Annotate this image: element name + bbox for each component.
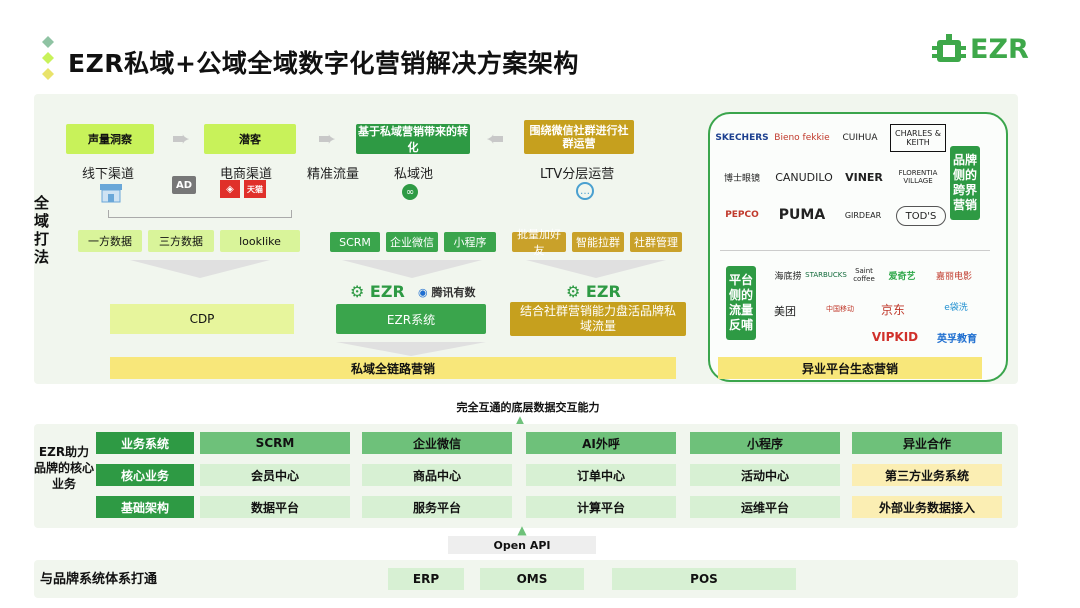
cell-order-center: 订单中心 [526, 464, 676, 486]
batch-add-friends-chip: 批量加好友 [512, 228, 566, 257]
jd-icon: ◈ [220, 180, 240, 198]
brand-logo: 爱奇艺 [888, 271, 916, 282]
arrow-right-icon: ➨ [171, 126, 191, 152]
smart-group-chip: 智能拉群 [572, 232, 624, 252]
arrow-up-icon: ▲ [517, 523, 527, 537]
cell-member-center: 会员中心 [200, 464, 350, 486]
ezr-mini-logo: ⚙ EZR [566, 282, 621, 301]
page-title: EZR私域+公域全域数字化营销解决方案架构 [68, 49, 579, 78]
funnel-arrow-icon [336, 342, 486, 356]
divider [720, 250, 990, 251]
scrm-chip: SCRM [330, 232, 380, 252]
arrow-up-icon: ▲ [515, 413, 525, 427]
brand-logo: PUMA [778, 207, 826, 223]
cell-external-data: 外部业务数据接入 [852, 496, 1002, 518]
brand-crossover-label: 品牌侧的跨界营销 [950, 146, 980, 220]
row-label-infra: 基础架构 [96, 496, 194, 518]
cell-ai-call: AI外呼 [526, 432, 676, 454]
first-party-data-chip: 一方数据 [78, 230, 142, 252]
brand-logo: e袋洗 [944, 302, 968, 313]
brand-logo: 中国移动 [826, 305, 854, 313]
link-icon: ∞ [402, 184, 418, 200]
arrow-right-icon: ➨ [317, 126, 337, 152]
chat-icon: … [576, 182, 594, 200]
brand-logo: GIRDEAR [844, 210, 882, 220]
brand-system-label: 与品牌系统体系打通 [40, 572, 158, 587]
ltv-label: LTV分层运营 [540, 167, 615, 182]
row-label-core: 核心业务 [96, 464, 194, 486]
brand-logo: VINER [845, 170, 883, 184]
brand-logo: 博士眼镜 [723, 173, 760, 184]
brand-logo: 美团 [774, 305, 796, 318]
wecom-chip: 企业微信 [386, 232, 438, 252]
private-full-link-bar: 私域全链路营销 [110, 357, 676, 379]
cell-oms: OMS [480, 568, 584, 590]
funnel-arrow-icon [342, 260, 482, 278]
ezr-mini-logo: ⚙ EZR [350, 282, 405, 301]
brand-logo: Saint coffee [853, 267, 875, 283]
brand-logo: VIPKID [871, 330, 919, 344]
cell-scrm: SCRM [200, 432, 350, 454]
offline-channel-label: 线下渠道 [82, 167, 135, 182]
lookalike-chip: looklike [220, 230, 300, 252]
cell-activity-center: 活动中心 [690, 464, 840, 486]
cell-data-platform: 数据平台 [200, 496, 350, 518]
step-private-conversion: 基于私域营销带来的转化 [356, 124, 470, 154]
cdp-box: CDP [110, 304, 294, 334]
ezr-logo: EZR [970, 34, 1029, 65]
brand-logo: CHARLES & KEITH [890, 124, 946, 152]
brand-logo: PEPCO [725, 210, 759, 220]
step-voice-insight: 声量洞察 [66, 124, 154, 154]
ecom-channel-label: 电商渠道 [220, 167, 273, 182]
cell-compute-platform: 计算平台 [526, 496, 676, 518]
cell-miniprogram: 小程序 [690, 432, 840, 454]
miniprogram-chip: 小程序 [444, 232, 496, 252]
bracket-line [108, 210, 292, 218]
store-icon [100, 184, 122, 203]
ezr-system-box: EZR系统 [336, 304, 486, 334]
community-revival-box: 结合社群营销能力盘活品牌私域流量 [510, 302, 686, 336]
cell-cross-industry: 异业合作 [852, 432, 1002, 454]
step-community-ops: 围绕微信社群进行社群运营 [524, 120, 634, 154]
cell-third-party-system: 第三方业务系统 [852, 464, 1002, 486]
brand-logo: 京东 [880, 302, 905, 317]
cell-service-platform: 服务平台 [362, 496, 512, 518]
brand-logo: TOD'S [896, 206, 946, 226]
brand-logo: 嘉丽电影 [935, 271, 972, 282]
title-diamond-icon [42, 36, 54, 80]
cell-product-center: 商品中心 [362, 464, 512, 486]
row-label-business: 业务系统 [96, 432, 194, 454]
omni-channel-label: 全域打法 [34, 194, 50, 266]
brand-logo: Bieno fekkie [774, 133, 830, 143]
cell-pos: POS [612, 568, 796, 590]
step-prospects: 潜客 [204, 124, 296, 154]
funnel-arrow-icon [526, 260, 666, 278]
brand-logo: 海底捞 [774, 271, 802, 282]
eco-marketing-bar: 异业平台生态营销 [718, 357, 982, 379]
ad-icon: AD [172, 176, 196, 194]
funnel-arrow-icon [130, 260, 270, 278]
core-business-label: EZR助力品牌的核心业务 [34, 445, 95, 491]
data-interop-label: 完全互通的底层数据交互能力 [440, 398, 616, 416]
cell-erp: ERP [388, 568, 464, 590]
tencent-youshu-logo: ◉ 腾讯有数 [418, 286, 476, 299]
brand-logo: 英孚教育 [937, 333, 977, 345]
brand-logo: STARBUCKS [805, 271, 847, 279]
arrow-left-icon: ➨ [485, 126, 505, 152]
open-api-label: Open API [448, 536, 596, 554]
cell-ops-platform: 运维平台 [690, 496, 840, 518]
community-mgmt-chip: 社群管理 [630, 232, 682, 252]
brand-logo: SKECHERS [715, 133, 769, 143]
cell-wecom: 企业微信 [362, 432, 512, 454]
tmall-icon: 天猫 [244, 180, 266, 198]
brand-logo: CANUDILO [775, 170, 833, 184]
ezr-logo-icon [932, 34, 966, 62]
precise-traffic-label: 精准流量 [307, 167, 360, 182]
third-party-data-chip: 三方数据 [148, 230, 214, 252]
platform-feedback-label: 平台侧的流量反哺 [726, 266, 756, 340]
brand-logo: FLORENTIA VILLAGE [898, 169, 938, 185]
brand-logo: CUIHUA [842, 133, 878, 143]
private-pool-label: 私域池 [394, 167, 434, 182]
